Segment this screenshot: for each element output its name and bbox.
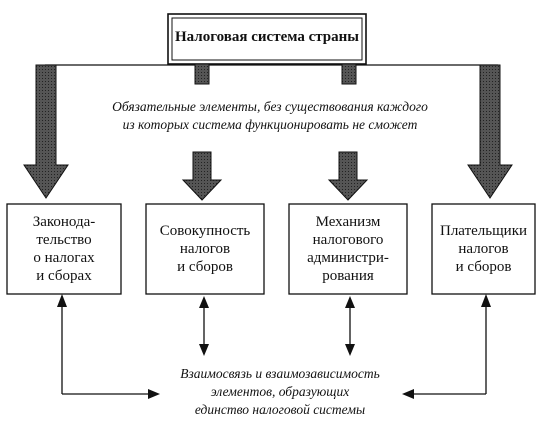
middle-left-arrow: [181, 151, 223, 201]
right-stub: [341, 63, 357, 85]
interrelation-caption: Взаимосвязь и взаимозависимость элементо…: [180, 366, 380, 417]
left-big-arrow: [23, 64, 69, 199]
middle-right-arrow: [327, 151, 369, 201]
title-box-outer: [167, 13, 367, 65]
element-label-taxes: Совокупность налогов и сборов: [159, 223, 251, 275]
diagram-title: Налоговая система страны: [175, 29, 359, 45]
left-interrelation-connector: [57, 294, 160, 399]
right-big-arrow: [467, 64, 513, 199]
box-payers: [431, 203, 536, 295]
box-legislation: [6, 203, 122, 295]
box-administration: [288, 203, 408, 295]
title-box-inner: [171, 17, 363, 61]
element-label-legislation: Законода- тельство о налогах и сборах: [32, 214, 96, 284]
right-interrelation-connector: [402, 294, 491, 399]
element-label-payers: Плательщики налогов и сборов: [439, 223, 528, 275]
element-label-administration: Механизм налогового администри- рования: [307, 214, 389, 284]
mandatory-elements-caption: Обязательные элементы, без существования…: [112, 99, 428, 132]
middle-left-double-arrow: [199, 296, 209, 356]
box-taxes: [145, 203, 265, 295]
left-stub: [194, 63, 210, 85]
middle-right-double-arrow: [345, 296, 355, 356]
